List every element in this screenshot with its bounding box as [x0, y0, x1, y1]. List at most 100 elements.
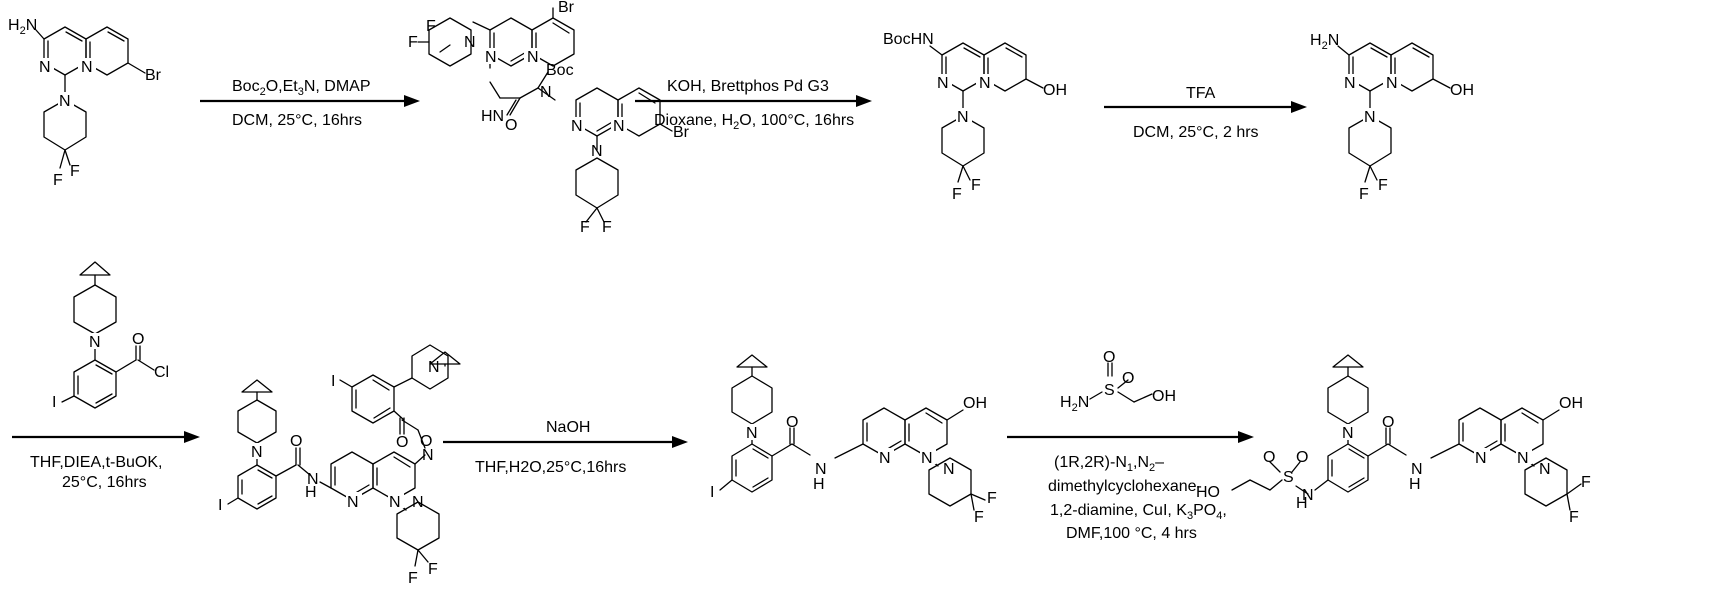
ring-n-10: N: [1386, 75, 1398, 92]
fluoro-label-11: F: [428, 561, 438, 578]
fluoro-label-14: F: [974, 509, 984, 526]
amide-h-2: H: [813, 476, 825, 493]
step6-conditions: DMF,100 °C, 4 hrs: [1066, 525, 1197, 542]
spiro-piperidine-n-4: N: [746, 425, 758, 442]
ring-n-16: N: [1475, 450, 1487, 467]
sulfonyl-o-3: O: [1263, 449, 1275, 466]
piperidine-n-6: N: [943, 461, 955, 478]
piperidine-n-upper: N: [464, 34, 476, 51]
fluoro-label-2: F: [53, 172, 63, 189]
ring-n-8: N: [979, 75, 991, 92]
compound-5-ester-amide: N O H N N N N I I O O N N F F: [218, 345, 460, 587]
fluoro-label-10: F: [1359, 186, 1369, 203]
piperidine-n-7: N: [1539, 461, 1551, 478]
ester-o-carbonyl: O: [396, 434, 408, 451]
hydroxy-label-5: OH: [1559, 395, 1583, 412]
ring-n-17: N: [1517, 450, 1529, 467]
amine-label: H2N: [8, 17, 37, 37]
fluoro-label-7: F: [971, 177, 981, 194]
compound-7-final-product: N O N H N N N OH F F S O O H N HO: [1196, 355, 1591, 526]
fluoro-label-3: F: [408, 34, 418, 51]
reaction-arrow-2: KOH, Brettphos Pd G3 Dioxane, H2O, 100°C…: [635, 78, 872, 132]
ring-n-3: N: [485, 49, 497, 66]
fluoro-label-6: F: [580, 219, 590, 236]
hydroxy-label-4: OH: [1152, 388, 1176, 405]
amide-n-1: N: [307, 471, 319, 488]
reagent-sulfonamide: H2N S O O OH: [1060, 349, 1176, 414]
piperidine-n-5: N: [412, 494, 424, 511]
ring-n-11: N: [347, 494, 359, 511]
iodo-label-4: I: [710, 484, 714, 501]
urea-o: O: [505, 117, 517, 134]
acyl-o: O: [132, 331, 144, 348]
hydroxy-label-3: OH: [963, 395, 987, 412]
step4-conditions: 25°C, 16hrs: [62, 474, 147, 491]
compound-3-bochn-hydroxy: BocHN N N OH N F F: [883, 31, 1067, 203]
reaction-arrow-3: TFA DCM, 25°C, 2 hrs: [1104, 85, 1307, 141]
compound-6-iodo-hydroxy-amide: N O N H N N N OH I F F: [710, 355, 997, 526]
step1-conditions: DCM, 25°C, 16hrs: [232, 112, 362, 129]
bromo-label: Br: [145, 67, 162, 84]
iodo-label-3: I: [331, 373, 335, 390]
piperidine-n-lower: N: [591, 143, 603, 160]
reaction-arrow-1: Boc2O,Et3N, DMAP DCM, 25°C, 16hrs: [200, 78, 420, 129]
ring-n-13: N: [422, 447, 434, 464]
ring-n-15: N: [921, 450, 933, 467]
amide-o-3: O: [1382, 414, 1394, 431]
sulfonyl-o-1: O: [1103, 349, 1115, 366]
spiro-piperidine-n: N: [89, 334, 101, 351]
sulfonamide-nh2: H2N: [1060, 394, 1089, 414]
fluoro-label-4: F: [426, 18, 436, 35]
fluoro-label-13: F: [987, 490, 997, 507]
fluoro-label-8: F: [952, 186, 962, 203]
hydroxy-label-2: OH: [1450, 82, 1474, 99]
urea-hn: HN: [481, 108, 504, 125]
step3-conditions: DCM, 25°C, 2 hrs: [1133, 124, 1259, 141]
spiro-piperidine-n-5: N: [1342, 425, 1354, 442]
bochn-label: BocHN: [883, 31, 934, 48]
step4-reagents: THF,DIEA,t-BuOK,: [30, 454, 162, 471]
ring-n-4: N: [527, 49, 539, 66]
iodo-label-1: I: [52, 394, 56, 411]
ring-n-6: N: [613, 118, 625, 135]
bromo-label-upper: Br: [558, 0, 575, 16]
ring-n-5: N: [571, 118, 583, 135]
step5-conditions: THF,H2O,25°C,16hrs: [475, 459, 626, 476]
fluoro-label-12: F: [408, 570, 418, 587]
reaction-arrow-5: NaOH THF,H2O,25°C,16hrs: [443, 419, 688, 476]
amine-label-2: H2N: [1310, 32, 1339, 52]
step5-reagents: NaOH: [546, 419, 590, 436]
urea-n-boc: N: [540, 84, 552, 101]
fluoro-label-16: F: [1569, 509, 1579, 526]
step3-reagents: TFA: [1186, 85, 1216, 102]
sulfonamide-n: N: [1302, 487, 1314, 504]
amide-o-2: O: [786, 414, 798, 431]
amide-h-3: H: [1409, 476, 1421, 493]
spiro-piperidine-n-2: N: [251, 444, 263, 461]
spiro-piperidine-n-3: N: [428, 359, 440, 376]
step6-ligand-2: dimethylcyclohexane-: [1048, 478, 1202, 495]
hydroxy-label-1: OH: [1043, 82, 1067, 99]
ring-n-12: N: [389, 494, 401, 511]
compound-4-amino-hydroxy: H2N N N OH N F F: [1310, 32, 1474, 203]
reaction-arrow-4: THF,DIEA,t-BuOK, 25°C, 16hrs: [12, 431, 200, 491]
boc-label: Boc: [546, 62, 574, 79]
sulfur-label-2: S: [1283, 469, 1294, 486]
ring-n-14: N: [879, 450, 891, 467]
step6-ligand: (1R,2R)-N1,N2–: [1054, 454, 1164, 474]
piperidine-n-4: N: [1364, 109, 1376, 126]
step1-reagents: Boc2O,Et3N, DMAP: [232, 78, 371, 98]
amide-o-1: O: [290, 433, 302, 450]
ring-n-7: N: [937, 75, 949, 92]
fluoro-label-5: F: [602, 219, 612, 236]
compound-1-amino-bromo-naphthyridine: H2N N N Br N F F: [8, 17, 162, 189]
ring-n-9: N: [1344, 75, 1356, 92]
sulfur-label-1: S: [1104, 382, 1115, 399]
chloro-label: Cl: [154, 364, 169, 381]
step6-reagents: 1,2-diamine, CuI, K3PO4,: [1050, 502, 1227, 522]
reagent-acyl-chloride: N O Cl I: [52, 262, 169, 411]
sulfonyl-o-2: O: [1122, 370, 1134, 387]
iodo-label-2: I: [218, 497, 222, 514]
sulfonyl-o-4: O: [1296, 449, 1308, 466]
